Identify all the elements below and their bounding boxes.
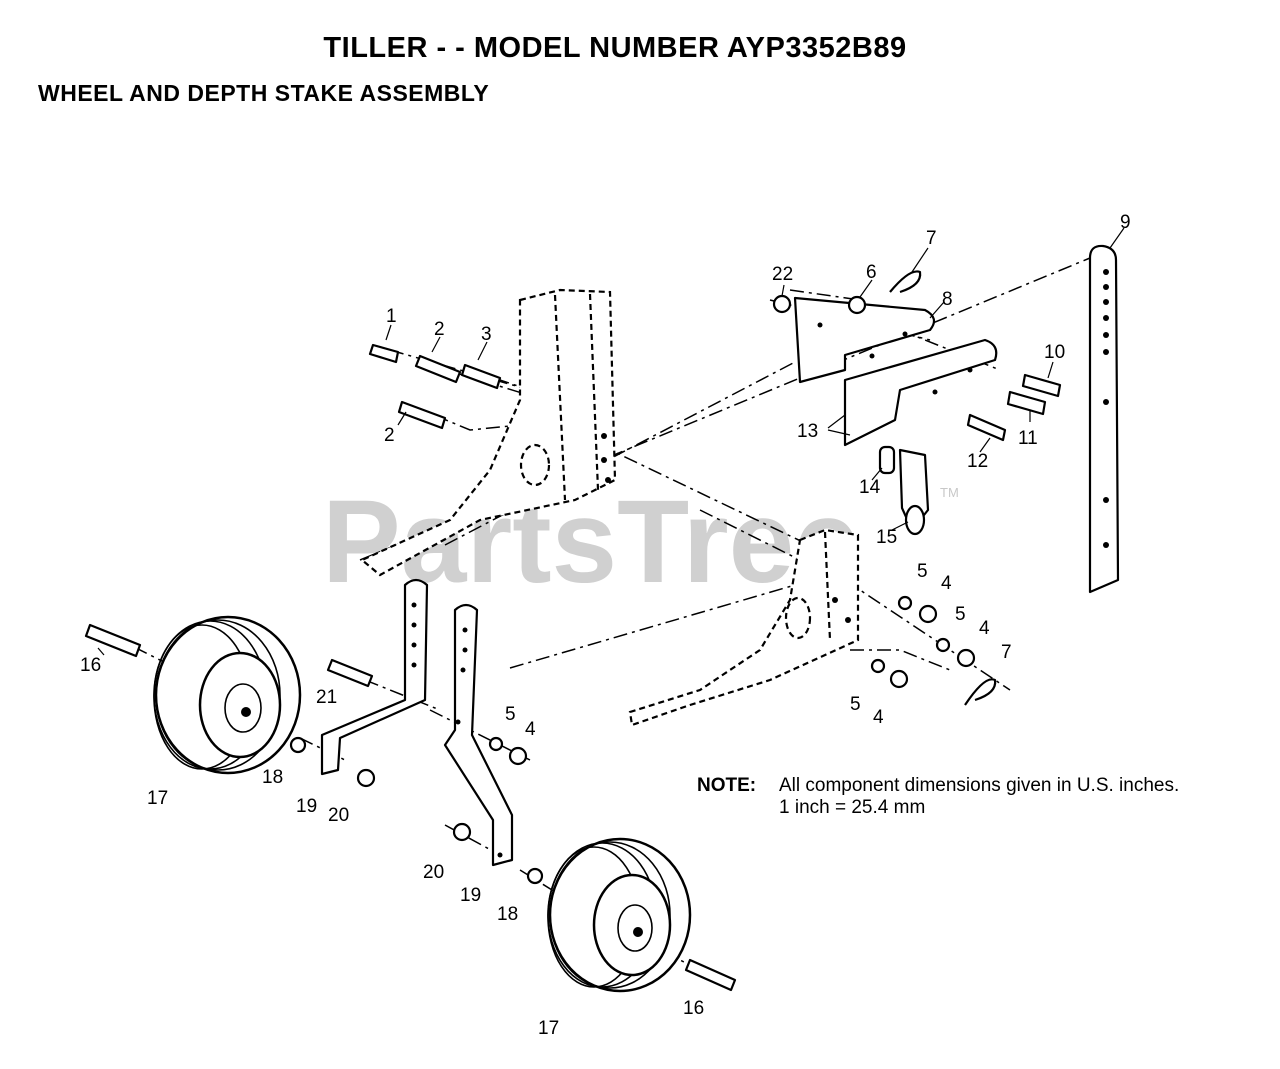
callout-16-right: 16 xyxy=(683,998,704,1019)
hardware-bolts xyxy=(84,343,1062,992)
callout-9: 9 xyxy=(1120,212,1131,233)
callout-18-right: 18 xyxy=(497,904,518,925)
callout-leaders xyxy=(97,227,1125,656)
callout-11: 11 xyxy=(1018,428,1038,449)
hardware-nuts-washers xyxy=(289,294,976,885)
wheel-left-part-17 xyxy=(153,615,302,775)
callout-20-left: 20 xyxy=(328,805,349,826)
hairpin-clips-part-7 xyxy=(889,270,997,706)
right-frame-bracket xyxy=(628,528,860,727)
callout-22: 22 xyxy=(772,264,793,285)
callout-19-right: 19 xyxy=(460,885,481,906)
page-title: TILLER - - MODEL NUMBER AYP3352B89 xyxy=(323,32,907,64)
callout-16-left: 16 xyxy=(80,655,101,676)
callout-labels: 1 2 3 2 22 6 7 8 9 10 11 12 13 14 15 5 4… xyxy=(80,212,1131,1039)
wheel-bracket-left-part-19 xyxy=(320,578,429,776)
callout-14: 14 xyxy=(859,477,881,498)
callout-7-upper: 7 xyxy=(926,228,937,249)
note-label: NOTE: xyxy=(697,775,757,796)
callout-12: 12 xyxy=(967,451,988,472)
callout-17-left: 17 xyxy=(147,788,168,809)
callout-4-d: 4 xyxy=(525,719,536,740)
depth-stake-bracket-part-8 xyxy=(793,296,998,447)
callout-15: 15 xyxy=(876,527,897,548)
callout-5-a: 5 xyxy=(917,561,928,582)
callout-2-upper: 2 xyxy=(434,319,445,340)
callout-2-lower: 2 xyxy=(384,425,395,446)
wheel-right-part-17 xyxy=(547,837,692,993)
callout-5-d: 5 xyxy=(505,704,516,725)
depth-stake-part-9 xyxy=(1088,244,1120,594)
callout-19-left: 19 xyxy=(296,796,317,817)
note-block: NOTE: All component dimensions given in U… xyxy=(697,775,1179,819)
callout-20-right: 20 xyxy=(423,862,444,883)
wheel-bracket-right-part-19 xyxy=(443,603,514,867)
callout-7-lower: 7 xyxy=(1001,642,1012,663)
callout-18-left: 18 xyxy=(262,767,283,788)
callout-21: 21 xyxy=(316,687,337,708)
left-frame-bracket xyxy=(359,288,617,577)
callout-4-c: 4 xyxy=(873,707,884,728)
callout-3: 3 xyxy=(481,324,492,345)
note-line-2: 1 inch = 25.4 mm xyxy=(779,797,926,818)
callout-8: 8 xyxy=(942,289,953,310)
pin-and-clevis-parts-14-15 xyxy=(878,445,930,536)
callout-5-b: 5 xyxy=(955,604,966,625)
callout-4-a: 4 xyxy=(941,573,952,594)
callout-5-c: 5 xyxy=(850,694,861,715)
callout-17-right: 17 xyxy=(538,1018,559,1039)
callout-13: 13 xyxy=(797,421,818,442)
callout-10: 10 xyxy=(1044,342,1065,363)
callout-1: 1 xyxy=(386,306,397,327)
page-subtitle: WHEEL AND DEPTH STAKE ASSEMBLY xyxy=(38,80,490,106)
callout-4-b: 4 xyxy=(979,618,990,639)
callout-6: 6 xyxy=(866,262,877,283)
note-line-1: All component dimensions given in U.S. i… xyxy=(779,775,1180,796)
watermark-trademark: TM xyxy=(940,485,959,500)
